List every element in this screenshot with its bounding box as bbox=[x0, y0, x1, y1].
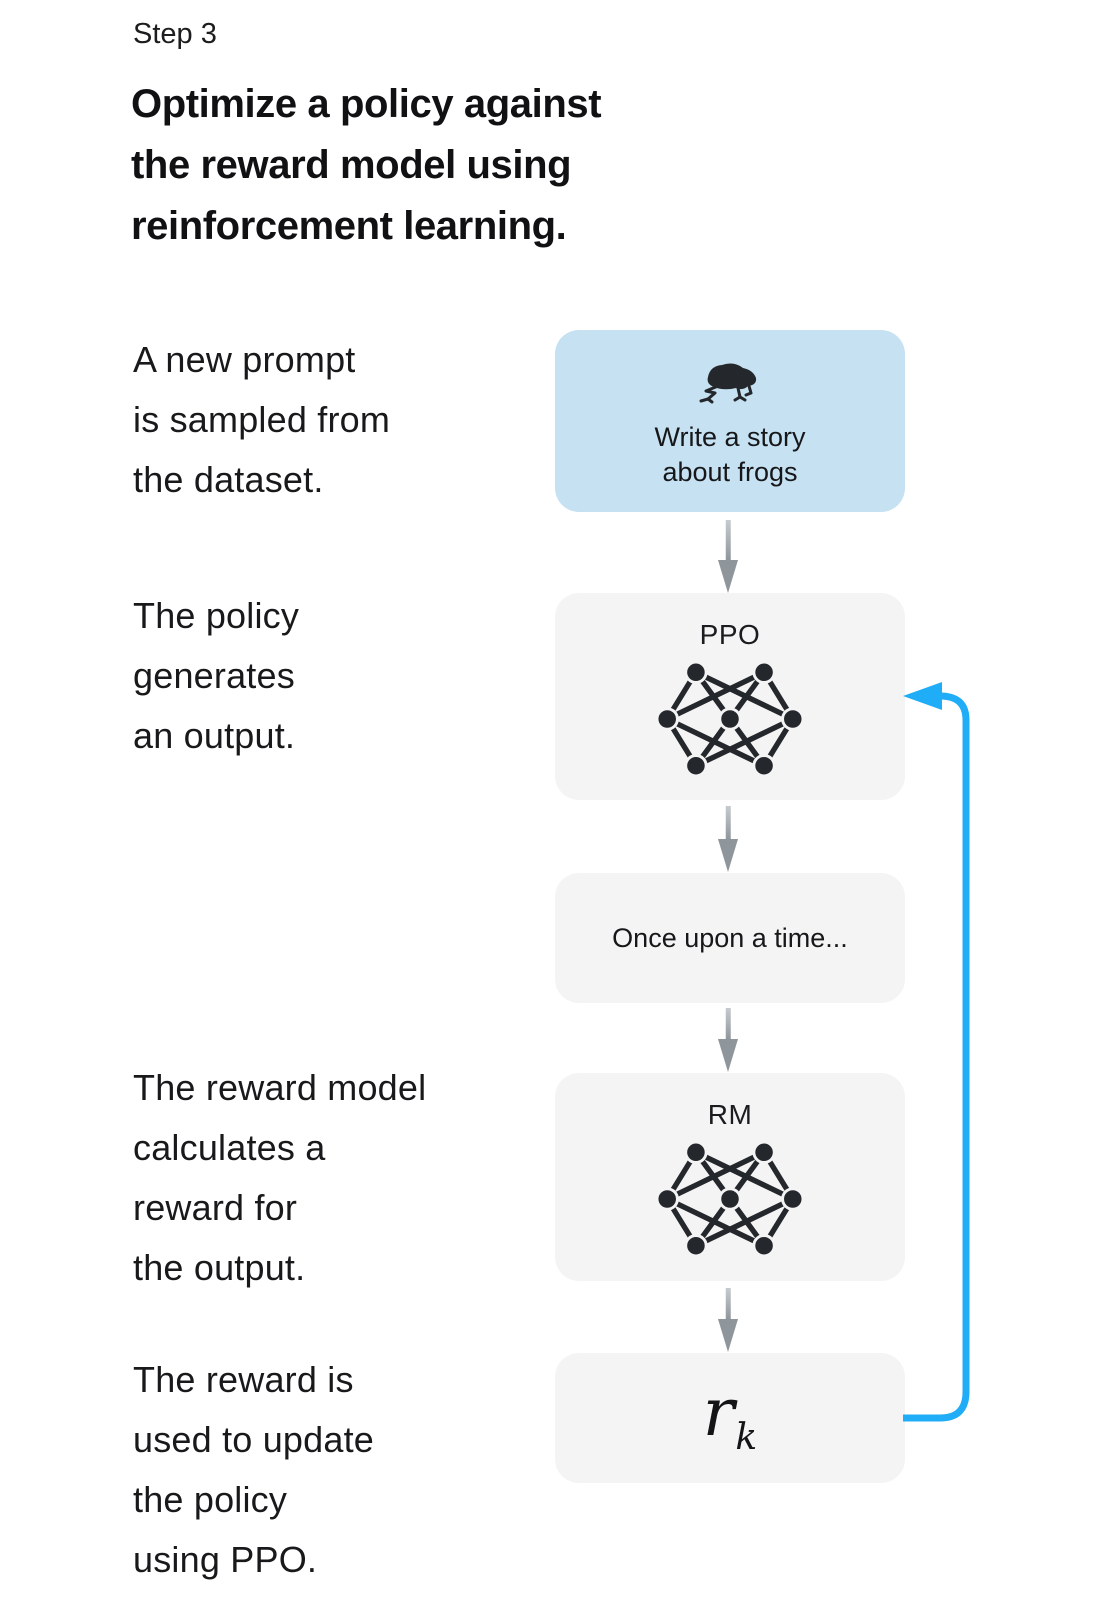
prompt-box: Write a story about frogs bbox=[555, 330, 905, 512]
network-icon bbox=[657, 1140, 803, 1258]
arrow-down-icon bbox=[717, 1008, 739, 1072]
output-text: Once upon a time... bbox=[612, 922, 848, 953]
feedback-arrow-icon bbox=[903, 682, 970, 1422]
step-label: Step 3 bbox=[133, 18, 217, 50]
policy-box: PPO bbox=[555, 593, 905, 800]
annotation-policy-generates: The policy generates an output. bbox=[133, 595, 300, 756]
arrow-down-icon bbox=[717, 1288, 739, 1352]
annotation-policy-updated: The reward is used to update the policy … bbox=[133, 1359, 375, 1580]
reward-model-label: RM bbox=[707, 1099, 753, 1130]
policy-label: PPO bbox=[699, 619, 761, 650]
arrow-down-icon bbox=[717, 520, 739, 593]
page-title: Optimize a policy against the reward mod… bbox=[131, 82, 602, 248]
output-box: Once upon a time... bbox=[555, 873, 905, 1003]
annotation-reward-calculated: The reward model calculates a reward for… bbox=[133, 1067, 427, 1288]
frog-icon bbox=[699, 363, 757, 404]
reward-box: rk bbox=[555, 1353, 905, 1483]
network-icon bbox=[657, 660, 803, 778]
arrow-down-icon bbox=[717, 806, 739, 872]
annotation-prompt-sampled: A new prompt is sampled from the dataset… bbox=[133, 339, 391, 500]
reward-symbol: rk bbox=[702, 1374, 758, 1458]
reward-model-box: RM bbox=[555, 1073, 905, 1281]
prompt-text: Write a story about frogs bbox=[654, 422, 806, 487]
